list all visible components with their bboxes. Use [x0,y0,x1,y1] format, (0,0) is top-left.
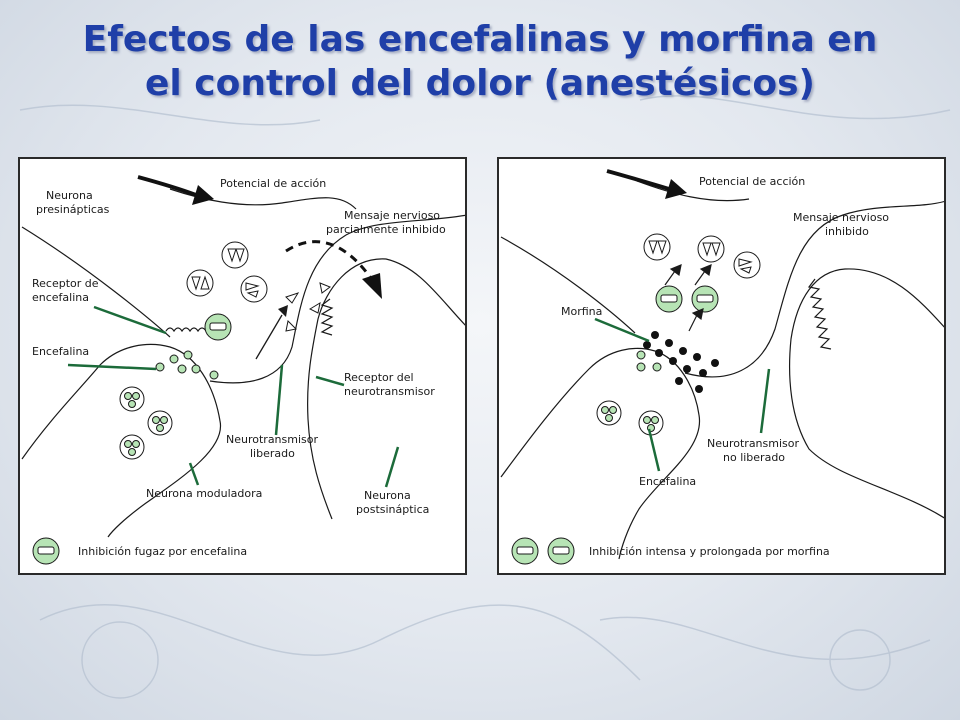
synaptic-vesicle [643,233,671,261]
enkephalin-vesicle [596,400,622,426]
modulatory-neuron-membrane [500,347,701,560]
inhibition-vesicle [655,285,683,313]
label-modulator: Neurona moduladora [146,487,262,500]
title-line-1: Efectos de las encefalinas y morfina en [82,19,878,60]
label-nt-not-released-1: Neurotransmisor [707,437,799,450]
inhibition-vesicle [691,285,719,313]
action-potential-arrowhead [192,185,214,205]
enkephalin-diagram-panel: Neurona presinápticas Potencial de acció… [18,157,467,575]
label-receptor-enk-1: Receptor de [32,277,99,290]
pointer-nt-released [274,364,284,436]
label-nt-not-released-2: no liberado [723,451,785,464]
postsynaptic-receptor-teeth [807,278,832,350]
morphine-synapse-diagram: Potencial de acción Mensaje nervioso inh… [500,169,944,565]
label-receptor-nt-1: Receptor del [344,371,414,384]
label-postsynaptic-2: postsináptica [356,503,429,516]
postsynaptic-membrane [789,268,944,519]
label-message-1: Mensaje nervioso [793,211,889,224]
vesicle-blocked-arrowhead [691,308,704,321]
synaptic-vesicle [733,251,761,279]
label-receptor-nt-2: neurotransmisor [344,385,435,398]
partial-message-arrow [285,240,372,278]
inhibition-vesicle [204,313,232,341]
pointer-enkephalin [67,363,157,371]
label-nt-released-2: liberado [250,447,295,460]
enkephalin-molecules [155,350,219,380]
release-arrow [255,314,283,360]
presynaptic-top-membrane [636,180,750,202]
enkephalin-vesicle [119,386,145,412]
label-morphine: Morfina [561,305,602,318]
label-message-2: parcialmente inhibido [326,223,446,236]
synaptic-vesicle [186,269,214,297]
action-potential-arrow [606,169,670,191]
label-nt-released-1: Neurotransmisor [226,433,318,446]
enkephalin-vesicle [638,410,664,436]
presynaptic-membrane [21,214,465,384]
synaptic-vesicle [221,241,249,269]
presynaptic-membrane [500,200,944,378]
postsynaptic-receptor-teeth [320,298,334,336]
label-receptor-enk-2: encefalina [32,291,89,304]
vesicle-blocked-arrow [688,314,698,332]
pointer-nt-not-released [759,368,771,434]
action-potential-arrowhead [665,179,687,199]
pointer-morphine [594,317,650,343]
synaptic-vesicle [240,275,268,303]
morphine-diagram-panel: Potencial de acción Mensaje nervioso inh… [497,157,946,575]
legend-text: Inhibición fugaz por encefalina [78,545,247,558]
pointer-receptor-enkephalin [93,305,167,335]
label-enkephalin: Encefalina [639,475,696,488]
partial-message-arrowhead [362,273,382,299]
label-presynaptic-2: presinápticas [36,203,110,216]
legend-inhibition-icon [547,537,575,565]
enkephalin-synapse-diagram: Neurona presinápticas Potencial de acció… [21,175,465,565]
postsynaptic-membrane [307,258,465,520]
morphine-molecules [643,331,719,393]
enkephalin-vesicle [147,410,173,436]
pointer-enkephalin [647,428,661,472]
vesicle-blocked-arrowhead [669,264,682,277]
enkephalin-molecules [636,350,662,372]
title-line-2: el control del dolor (anestésicos) [144,63,816,104]
label-presynaptic-1: Neurona [46,189,93,202]
label-message-1: Mensaje nervioso [344,209,440,222]
pointer-receptor-nt [315,375,345,387]
pointer-modulator [188,462,200,486]
label-action-potential: Potencial de acción [220,177,326,190]
pointer-postsynaptic [384,446,400,488]
action-potential-arrow [137,175,197,197]
legend-inhibition-icon [511,537,539,565]
label-postsynaptic-1: Neurona [364,489,411,502]
label-action-potential: Potencial de acción [699,175,805,188]
vesicle-blocked-arrow [664,270,676,286]
legend-text: Inhibición intensa y prolongada por morf… [589,545,830,558]
release-arrowhead [278,305,288,317]
label-message-2: inhibido [825,225,869,238]
slide-title: Efectos de las encefalinas y morfina en … [0,18,960,106]
vesicle-blocked-arrow [694,270,706,286]
vesicle-blocked-arrowhead [699,264,712,277]
enkephalin-vesicle [119,434,145,460]
label-enkephalin: Encefalina [32,345,89,358]
released-neurotransmitter [285,282,332,332]
legend-inhibition-icon [32,537,60,565]
synaptic-vesicle [697,235,725,263]
